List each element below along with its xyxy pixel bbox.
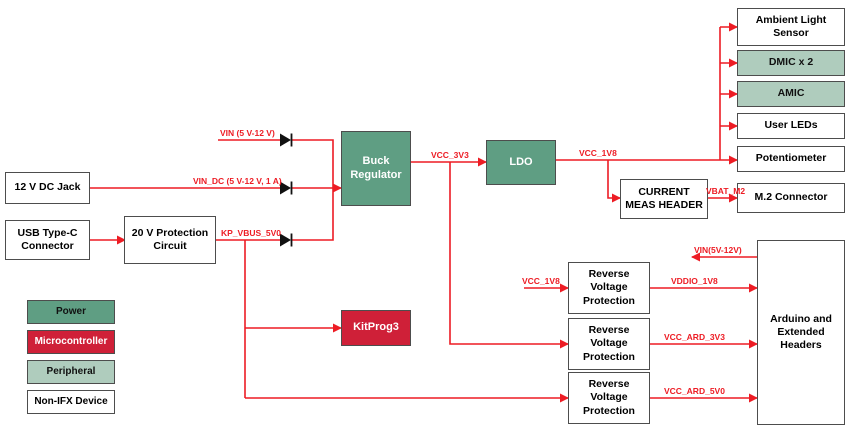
block-20v-protection-circuit: 20 V Protection Circuit (124, 216, 216, 264)
net-label-vbat-m2: VBAT_M2 (706, 186, 746, 196)
wire-to-current-meas (607, 160, 621, 203)
diodes (280, 133, 293, 247)
block-12v-dc-jack: 12 V DC Jack (5, 172, 90, 204)
net-label-kp-vbus-5v0: KP_VBUS_5V0 (221, 228, 282, 238)
wire-kp-vbus-post-diode (291, 188, 334, 241)
wire-vcc-3v3-branch (449, 162, 569, 349)
legend-item-peripheral: Peripheral (27, 360, 115, 384)
net-label-vcc-ard-5v0: VCC_ARD_5V0 (664, 386, 725, 396)
wires (90, 22, 758, 403)
net-label-vcc-1v8: VCC_1V8 (579, 148, 617, 158)
net-label-vcc-1v8-rvp: VCC_1V8 (522, 276, 560, 286)
block-amic: AMIC (737, 81, 845, 107)
net-label-vddio-1v8: VDDIO_1V8 (671, 276, 718, 286)
wire-vin-post-diode (291, 139, 334, 188)
block-kitprog3: KitProg3 (341, 310, 411, 346)
block-current-meas-header: CURRENT MEAS HEADER (620, 179, 708, 219)
net-label-vin-arduino: VIN(5V-12V) (694, 245, 742, 255)
legend-item-power: Power (27, 300, 115, 324)
diode-icon (280, 133, 293, 147)
net-label-vcc-ard-3v3: VCC_ARD_3V3 (664, 332, 725, 342)
legend-item-microcontroller: Microcontroller (27, 330, 115, 354)
block-reverse-voltage-protection-3: Reverse Voltage Protection (568, 372, 650, 424)
block-dmic: DMIC x 2 (737, 50, 845, 76)
block-usb-type-c-connector: USB Type-C Connector (5, 220, 90, 260)
block-ldo: LDO (486, 140, 556, 185)
block-user-leds: User LEDs (737, 113, 845, 139)
net-label-vin: VIN (5 V-12 V) (220, 128, 275, 138)
block-m2-connector: M.2 Connector (737, 183, 845, 213)
net-label-vin-dc: VIN_DC (5 V-12 V, 1 A) (193, 176, 282, 186)
legend-item-non-ifx-device: Non-IFX Device (27, 390, 115, 414)
net-label-vcc-3v3: VCC_3V3 (431, 150, 469, 160)
diode-icon (280, 233, 293, 247)
block-arduino-extended-headers: Arduino and Extended Headers (757, 240, 845, 425)
diode-icon (280, 181, 293, 195)
block-ambient-light-sensor: Ambient Light Sensor (737, 8, 845, 46)
block-potentiometer: Potentiometer (737, 146, 845, 172)
block-buck-regulator: Buck Regulator (341, 131, 411, 206)
block-reverse-voltage-protection-1: Reverse Voltage Protection (568, 262, 650, 314)
block-reverse-voltage-protection-2: Reverse Voltage Protection (568, 318, 650, 370)
